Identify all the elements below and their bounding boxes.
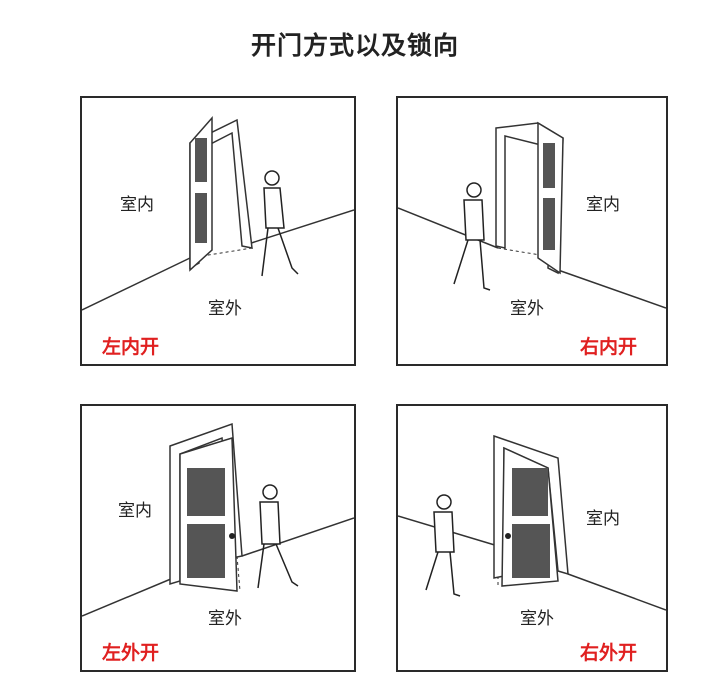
panel-right-outward: 室内 室外 右外开 [396,404,668,672]
scene-left-outward [82,422,354,617]
scene-left-inward [82,116,354,311]
panel-left-outward: 室内 室外 左外开 [80,404,356,672]
indoor-label: 室内 [586,195,620,215]
indoor-label: 室内 [586,509,620,529]
indoor-label: 室内 [120,195,154,215]
caption: 左内开 [102,336,160,358]
page-title: 开门方式以及锁向 [250,31,459,60]
caption: 右外开 [580,642,638,664]
outdoor-label: 室外 [208,299,242,319]
panel-left-inward: 室内 室外 左内开 [80,96,356,366]
panel-right-inward: 室内 室外 右内开 [396,96,668,366]
caption: 左外开 [102,642,160,664]
scene-right-outward [398,434,666,611]
indoor-label: 室内 [118,501,152,521]
caption: 右内开 [580,336,638,358]
scene-right-inward [398,121,666,309]
outdoor-label: 室外 [510,299,544,319]
outdoor-label: 室外 [520,609,554,629]
outdoor-label: 室外 [208,609,242,629]
